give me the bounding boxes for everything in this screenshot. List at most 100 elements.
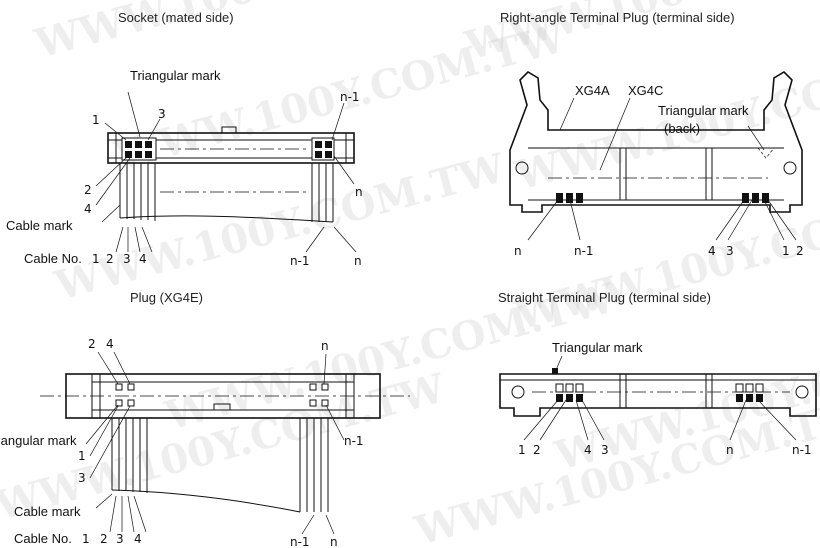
straight-terminal bbox=[566, 394, 573, 402]
leader-line bbox=[333, 155, 355, 185]
leader-line bbox=[109, 495, 117, 533]
socket-pin bbox=[125, 151, 132, 158]
plug-body bbox=[40, 373, 410, 419]
straight-pin-4: 4 bbox=[584, 443, 592, 457]
straight-terminal bbox=[736, 394, 743, 402]
panel-plug: Plug (XG4E) bbox=[0, 290, 410, 548]
cable-end-curve bbox=[111, 489, 301, 513]
straight-hole-left bbox=[511, 385, 525, 399]
leader-line bbox=[101, 204, 121, 223]
leader-line bbox=[95, 493, 113, 509]
straight-terminal bbox=[565, 383, 574, 393]
plug-pin-3-label: 3 bbox=[78, 471, 86, 485]
leader-line bbox=[575, 399, 589, 441]
leader-line bbox=[325, 404, 345, 441]
socket-pin-3-label: 3 bbox=[158, 107, 166, 121]
plug-cable bbox=[111, 418, 329, 513]
straight-terminal bbox=[556, 394, 563, 402]
socket-cable-n-1: n-1 bbox=[290, 254, 310, 268]
right-angle-triangular-mark-note: (back) bbox=[664, 121, 700, 136]
plug-leaders bbox=[85, 351, 345, 535]
socket-pin bbox=[135, 151, 142, 158]
socket-pin bbox=[125, 141, 132, 148]
leader-line bbox=[89, 405, 119, 457]
leader-line bbox=[715, 199, 745, 241]
straight-triangular-mark-label: Triangular mark bbox=[552, 340, 643, 355]
panel-straight: Straight Terminal Plug (terminal side) bbox=[498, 290, 817, 457]
leader-line bbox=[133, 495, 147, 533]
right-angle-pin-2: 2 bbox=[796, 244, 804, 258]
socket-cable-3: 3 bbox=[123, 252, 131, 266]
leader-line bbox=[527, 199, 559, 241]
plug-pin-1-label: 1 bbox=[78, 449, 86, 463]
right-angle-triangular-mark-label: Triangular mark bbox=[658, 103, 749, 118]
right-angle-pin-1: 1 bbox=[782, 244, 790, 258]
right-angle-title: Right-angle Terminal Plug (terminal side… bbox=[500, 10, 735, 25]
socket-cable-mark-label: Cable mark bbox=[6, 218, 73, 233]
plug-cable-4: 4 bbox=[134, 532, 142, 546]
socket-cable-n: n bbox=[354, 254, 362, 268]
plug-cable-2: 2 bbox=[100, 532, 108, 546]
watermark-text: WWW.100Y.COM.TW bbox=[49, 144, 510, 310]
right-angle-leaders bbox=[527, 97, 797, 241]
plug-key bbox=[213, 403, 231, 411]
socket-pin bbox=[325, 141, 332, 148]
socket-pin bbox=[135, 141, 142, 148]
right-angle-terminal bbox=[556, 193, 563, 203]
leader-line bbox=[747, 125, 765, 151]
straight-terminal bbox=[576, 394, 583, 402]
socket-pin-2-label: 2 bbox=[84, 183, 92, 197]
leader-line bbox=[757, 399, 797, 441]
leader-line bbox=[599, 97, 631, 171]
leader-line bbox=[127, 495, 135, 533]
straight-terminal bbox=[575, 383, 584, 393]
socket-cable-2: 2 bbox=[106, 252, 114, 266]
right-angle-model-a: XG4A bbox=[575, 83, 610, 98]
leader-line bbox=[581, 399, 605, 441]
socket-cable-1: 1 bbox=[92, 252, 100, 266]
socket-pin-1-label: 1 bbox=[92, 113, 100, 127]
leader-line bbox=[523, 399, 559, 441]
plug-pin bbox=[309, 383, 317, 391]
straight-title: Straight Terminal Plug (terminal side) bbox=[498, 290, 711, 305]
socket-pin bbox=[325, 151, 332, 158]
plug-pin-2-label: 2 bbox=[88, 337, 96, 351]
leader-line bbox=[569, 199, 581, 241]
right-angle-terminal bbox=[576, 193, 583, 203]
panel-socket: Socket (mated side) bbox=[6, 10, 363, 268]
right-angle-hole-left bbox=[515, 161, 529, 175]
right-angle-terminal bbox=[566, 193, 573, 203]
right-angle-pin-3: 3 bbox=[726, 244, 734, 258]
leader-line bbox=[95, 157, 131, 206]
straight-pin-3: 3 bbox=[601, 443, 609, 457]
straight-triangular-mark-shape bbox=[552, 368, 558, 374]
plug-pin-n-1-label: n-1 bbox=[344, 434, 364, 448]
socket-pin bbox=[145, 141, 152, 148]
plug-pin-n-label: n bbox=[321, 339, 329, 353]
leader-line bbox=[147, 118, 161, 141]
leader-line bbox=[767, 199, 797, 241]
straight-housing bbox=[499, 373, 817, 417]
straight-terminal bbox=[755, 383, 764, 393]
right-angle-model-c: XG4C bbox=[628, 83, 663, 98]
plug-cable-1: 1 bbox=[82, 532, 90, 546]
plug-pin bbox=[309, 399, 317, 407]
leader-line bbox=[729, 399, 747, 441]
plug-pin bbox=[115, 383, 123, 391]
leader-line bbox=[113, 351, 131, 385]
plug-cable-mark-label: Cable mark bbox=[14, 504, 81, 519]
leader-line bbox=[115, 226, 124, 253]
right-angle-terminal bbox=[752, 193, 759, 203]
straight-terminal bbox=[746, 394, 753, 402]
socket-key bbox=[221, 126, 237, 134]
plug-title: Plug (XG4E) bbox=[130, 290, 203, 305]
right-angle-pin-n-1: n-1 bbox=[574, 244, 594, 258]
leader-line bbox=[763, 199, 785, 241]
leader-line bbox=[97, 351, 119, 385]
straight-terminal bbox=[756, 394, 763, 402]
leader-line bbox=[331, 102, 345, 141]
plug-cable-n-1: n-1 bbox=[290, 535, 310, 548]
right-angle-pin-n: n bbox=[514, 244, 522, 258]
